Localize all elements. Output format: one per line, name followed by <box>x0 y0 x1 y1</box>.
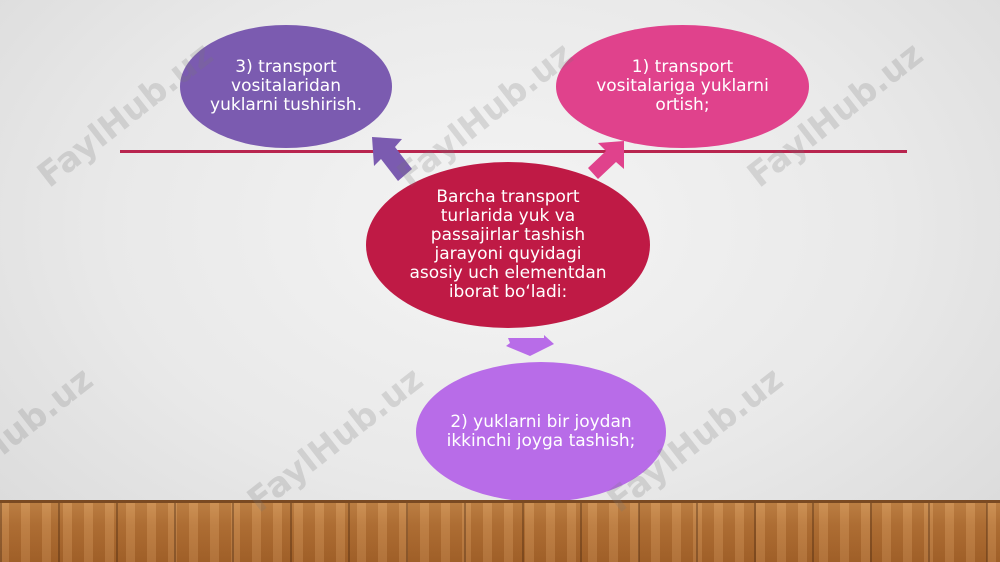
arrow-up-right-icon <box>588 141 624 179</box>
watermark: FaylHub.uz <box>240 359 431 521</box>
diagram-node-move: 2) yuklarni bir joydan ikkinchi joyga ta… <box>416 362 666 502</box>
wooden-floor <box>0 500 1000 562</box>
diagram-node-unload: 3) transport vositalaridan yuklarni tush… <box>180 25 392 148</box>
diagram-center-node: Barcha transport turlarida yuk va passaj… <box>366 162 650 328</box>
node-load-text: 1) transport vositalariga yuklarni ortis… <box>596 57 769 115</box>
watermark: FaylHub.uz <box>0 359 101 521</box>
diagram-node-load: 1) transport vositalariga yuklarni ortis… <box>556 25 809 148</box>
arrow-down-icon <box>506 335 554 356</box>
node-unload-text: 3) transport vositalaridan yuklarni tush… <box>210 57 362 115</box>
center-node-text: Barcha transport turlarida yuk va passaj… <box>409 187 607 302</box>
node-move-text: 2) yuklarni bir joydan ikkinchi joyga ta… <box>446 412 636 451</box>
horizontal-divider-line <box>120 150 907 153</box>
arrow-up-left-icon <box>372 137 412 181</box>
